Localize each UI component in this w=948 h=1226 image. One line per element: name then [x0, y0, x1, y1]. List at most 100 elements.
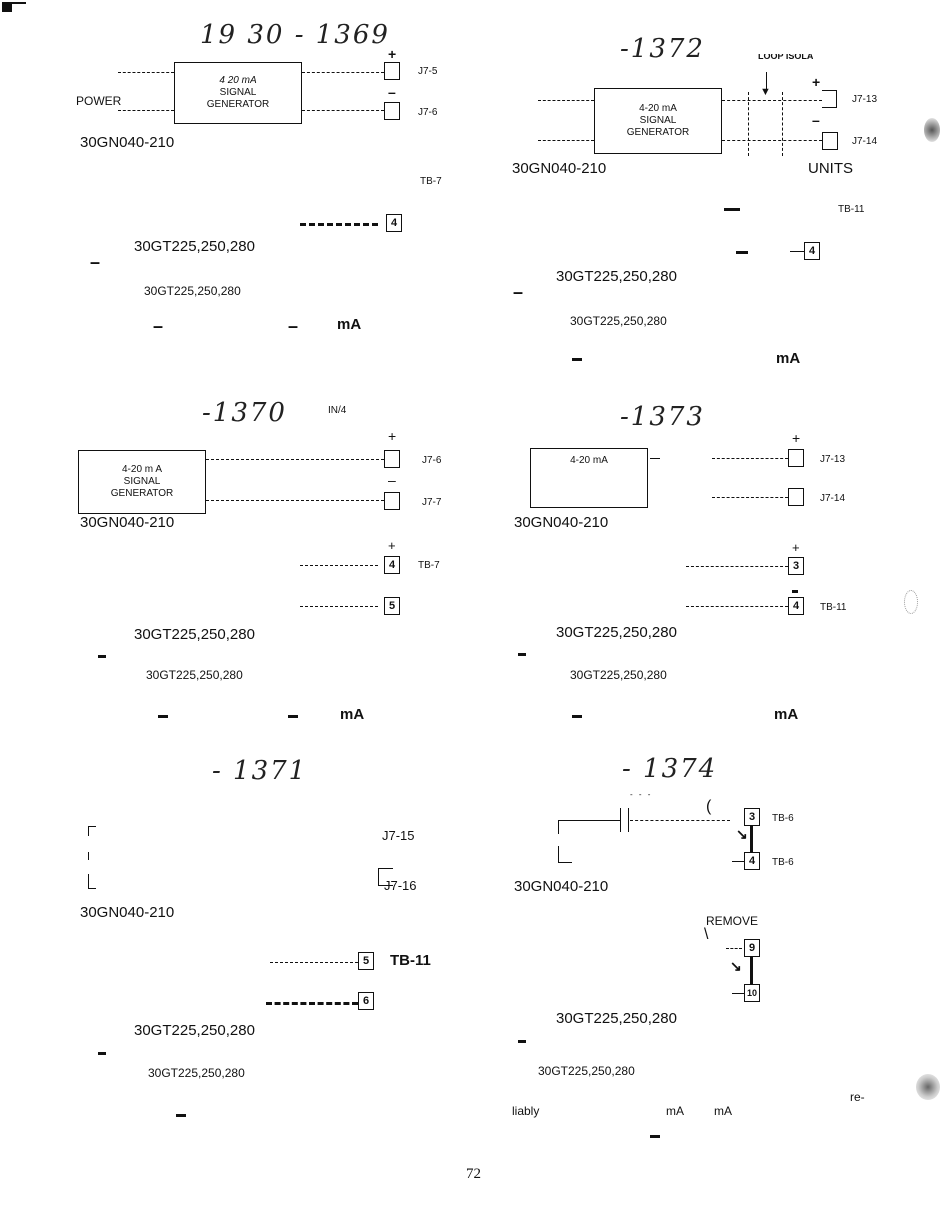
jumper-arrow-icon: ↘	[736, 826, 748, 842]
wire	[558, 852, 559, 862]
terminal-label: J7-7	[422, 497, 442, 508]
dash-mark	[518, 653, 526, 656]
wire	[118, 72, 174, 73]
ma-unit: mA	[714, 1104, 732, 1118]
in4-label: IN/4	[328, 405, 347, 416]
dash-mark	[736, 251, 748, 254]
terminal-square	[378, 868, 393, 886]
wire	[88, 826, 96, 827]
plus-sign: +	[792, 430, 801, 446]
terminal-label: J7-16	[384, 878, 417, 893]
terminal-square	[384, 102, 400, 120]
model-number: 30GN040-210	[514, 878, 609, 895]
terminal-5: 5	[384, 597, 400, 615]
wire	[538, 100, 594, 101]
wire	[650, 458, 660, 459]
terminal-5: 5	[358, 952, 374, 970]
corner-mark	[2, 2, 12, 12]
plus-sign: +	[388, 538, 396, 553]
box-line: SIGNAL	[639, 115, 677, 126]
slash-mark: (	[706, 798, 712, 815]
dash-mark	[518, 1040, 526, 1043]
dash-mark: –	[90, 252, 101, 272]
dash-mark	[572, 715, 582, 718]
box-line: 4-20 m A	[121, 464, 163, 475]
wire	[266, 1002, 358, 1005]
wire	[88, 888, 96, 889]
handwritten-label: 19 30 - 1369	[200, 20, 390, 50]
terminal-square	[788, 449, 804, 467]
ma-unit: mA	[666, 1104, 684, 1118]
model-number-small: 30GT225,250,280	[148, 1066, 245, 1080]
box-line: GENERATOR	[626, 127, 690, 138]
wire	[270, 962, 358, 963]
page-number: 72	[466, 1166, 481, 1182]
terminal-3: 3	[788, 557, 804, 575]
dash-mark	[98, 1052, 106, 1055]
wire	[302, 110, 384, 111]
plus-sign: +	[388, 46, 397, 62]
wire	[300, 606, 378, 607]
wire	[726, 948, 742, 949]
margin-speck	[904, 590, 918, 614]
dash-mark: –	[288, 316, 299, 336]
terminal-label: J7-15	[382, 828, 415, 843]
model-number: 30GT225,250,280	[134, 626, 255, 643]
model-number: 30GT225,250,280	[556, 624, 677, 641]
faint-marks: - - -	[630, 790, 653, 799]
model-number: 30GN040-210	[514, 514, 609, 531]
wire	[686, 566, 788, 567]
terminal-4: 4	[788, 597, 804, 615]
terminal-label: J7-6	[418, 107, 438, 118]
dash-mark	[98, 655, 106, 658]
dash-mark	[792, 590, 798, 593]
ma-unit: mA	[776, 350, 801, 367]
tb-label: TB-7	[418, 560, 440, 571]
wire	[300, 223, 378, 226]
handwritten-label: - 1371	[212, 756, 308, 786]
signal-generator-box: 4 20 mA SIGNAL GENERATOR	[174, 62, 302, 124]
arrow-head-icon: ▼	[760, 86, 771, 98]
tb-label: TB-6	[772, 813, 794, 824]
terminal-4: 4	[804, 242, 820, 260]
terminal-label: J7-14	[820, 493, 846, 504]
tb-label: TB-11	[820, 602, 847, 613]
handwritten-label: -1370	[202, 398, 287, 428]
wire	[558, 862, 572, 863]
dash-mark	[724, 208, 740, 211]
model-number: 30GN040-210	[80, 904, 175, 921]
wire	[712, 497, 788, 498]
wire	[300, 565, 378, 566]
units-label: UNITS	[808, 160, 853, 177]
minus-sign: –	[388, 84, 396, 100]
terminal-3: 3	[744, 808, 760, 826]
isolator-arrow	[766, 72, 767, 92]
signal-generator-box: 4-20 m A SIGNAL GENERATOR	[78, 450, 206, 514]
jumper-arrow-icon: ↘	[730, 958, 742, 974]
plus-sign: +	[792, 540, 800, 555]
wire	[88, 826, 89, 836]
dash-mark	[176, 1114, 186, 1117]
remove-arrow-icon: \	[704, 926, 709, 943]
model-number: 30GT225,250,280	[556, 1010, 677, 1027]
box-line: 4-20 mA	[570, 455, 608, 466]
model-number-small: 30GT225,250,280	[570, 314, 667, 328]
ma-unit: mA	[340, 706, 365, 723]
corner-mark-line	[2, 2, 26, 4]
terminal-9: 9	[744, 939, 760, 957]
dash-mark	[572, 358, 582, 361]
dash-mark: –	[513, 282, 524, 302]
capacitor-plate	[628, 808, 629, 832]
wire	[630, 820, 730, 821]
wire	[722, 100, 822, 101]
terminal-label: J7-13	[852, 94, 878, 105]
wire	[206, 459, 384, 460]
box-line: GENERATOR	[206, 99, 270, 110]
terminal-square	[822, 90, 837, 108]
ma-unit: mA	[774, 706, 799, 723]
dash-mark	[158, 715, 168, 718]
wire	[686, 606, 788, 607]
signal-generator-box: 4-20 mA	[530, 448, 648, 508]
capacitor-plate	[620, 808, 621, 832]
model-number: 30GT225,250,280	[556, 268, 677, 285]
